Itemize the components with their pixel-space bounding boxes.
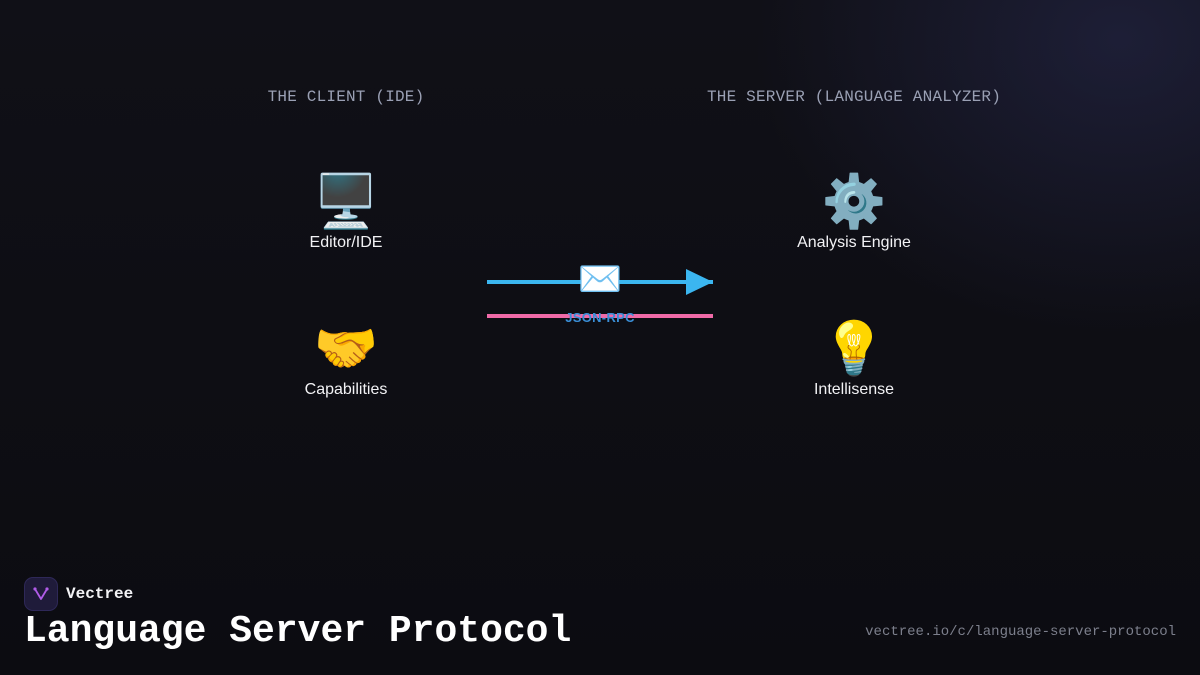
json-rpc-channel bbox=[487, 269, 713, 318]
handshake-icon: 🤝 bbox=[313, 320, 379, 378]
light-bulb-icon: 💡 bbox=[821, 320, 887, 378]
analysis-engine-label: Analysis Engine bbox=[797, 234, 911, 251]
analysis-engine-node: ⚙️ Analysis Engine bbox=[797, 172, 911, 252]
brand: Vectree bbox=[24, 577, 133, 611]
gear-icon: ⚙️ bbox=[821, 173, 887, 231]
json-rpc-label: JSON-RPC bbox=[565, 310, 635, 325]
editor-ide-node: 🖥️ Editor/IDE bbox=[310, 172, 383, 252]
capabilities-node: 🤝 Capabilities bbox=[305, 319, 388, 399]
server-column-heading: THE SERVER (LANGUAGE ANALYZER) bbox=[706, 88, 1002, 106]
desktop-computer-icon: 🖥️ bbox=[313, 173, 379, 231]
intellisense-node: 💡 Intellisense bbox=[814, 319, 894, 399]
vectree-logo-icon bbox=[24, 577, 58, 611]
brand-name: Vectree bbox=[66, 585, 134, 603]
intellisense-label: Intellisense bbox=[813, 381, 895, 398]
page-title: Language Server Protocol bbox=[24, 610, 572, 653]
client-column-heading: THE CLIENT (IDE) bbox=[267, 88, 425, 106]
editor-ide-label: Editor/IDE bbox=[309, 234, 383, 251]
request-arrow-head bbox=[686, 269, 713, 295]
page-url-link[interactable]: vectree.io/c/language-server-protocol bbox=[865, 624, 1176, 640]
capabilities-label: Capabilities bbox=[304, 381, 388, 398]
envelope-icon: ✉️ bbox=[577, 258, 623, 299]
